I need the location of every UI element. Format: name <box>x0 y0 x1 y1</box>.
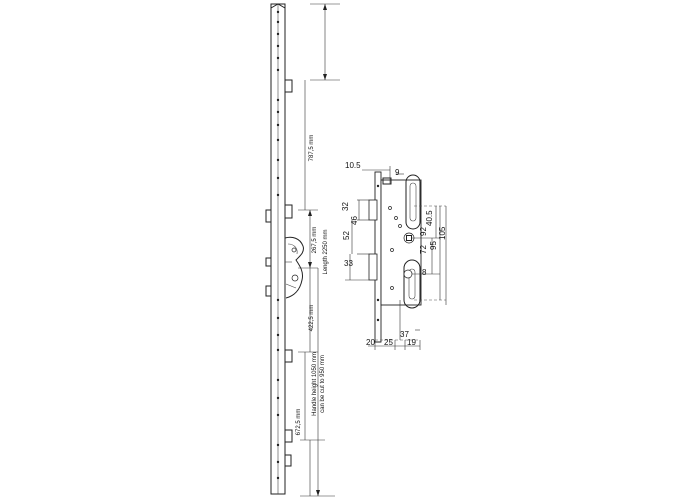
cylinder-hole <box>403 269 413 279</box>
dim-72: 72 <box>419 245 428 254</box>
middle-spacing-label: 267,5 mm <box>312 227 318 254</box>
length-label: Length 2250 mm <box>323 229 329 274</box>
dim-25: 25 <box>384 338 393 347</box>
dim-105: 105 <box>438 226 447 240</box>
multipoint-lock-strip: 787,5 mm 267,5 mm Length 2250 mm 422,5 m… <box>265 3 340 497</box>
dim-33: 33 <box>344 259 353 268</box>
upper-spacing-label: 787,5 mm <box>309 135 315 162</box>
dim-20: 20 <box>366 338 375 347</box>
dim-32: 32 <box>341 202 350 211</box>
lock-case-detail: 10.5 9 32 46 52 40.5 72 92 95 105 33 8 3… <box>341 161 447 350</box>
lock-case-body <box>380 179 422 306</box>
strip-screw-holes <box>276 10 280 480</box>
dead-bolt <box>368 253 378 281</box>
strip-dimension-lines <box>298 3 340 497</box>
dim-40-5: 40.5 <box>425 210 434 226</box>
dim-95: 95 <box>429 241 438 250</box>
dim-9: 9 <box>395 168 400 177</box>
handle-height-label: Handle height 1050 mm <box>312 352 318 416</box>
dim-10-5: 10.5 <box>345 161 361 170</box>
dim-46: 46 <box>350 216 359 225</box>
strip-hook-bolts <box>265 79 293 467</box>
lock-dimension-lines <box>345 166 447 350</box>
dim-8: 8 <box>422 268 427 277</box>
latch-bolt <box>368 199 378 221</box>
can-be-cut-label: can be cut to 950 mm <box>320 355 326 413</box>
bottom-spacing-label: 672,5 mm <box>296 409 302 436</box>
lower-spacing-label: 422,5 mm <box>309 305 315 332</box>
dim-92: 92 <box>419 227 428 236</box>
dim-52: 52 <box>342 231 351 240</box>
dim-37: 37 <box>400 330 409 339</box>
central-lock-case <box>284 236 304 299</box>
dim-19: 19 <box>407 338 416 347</box>
